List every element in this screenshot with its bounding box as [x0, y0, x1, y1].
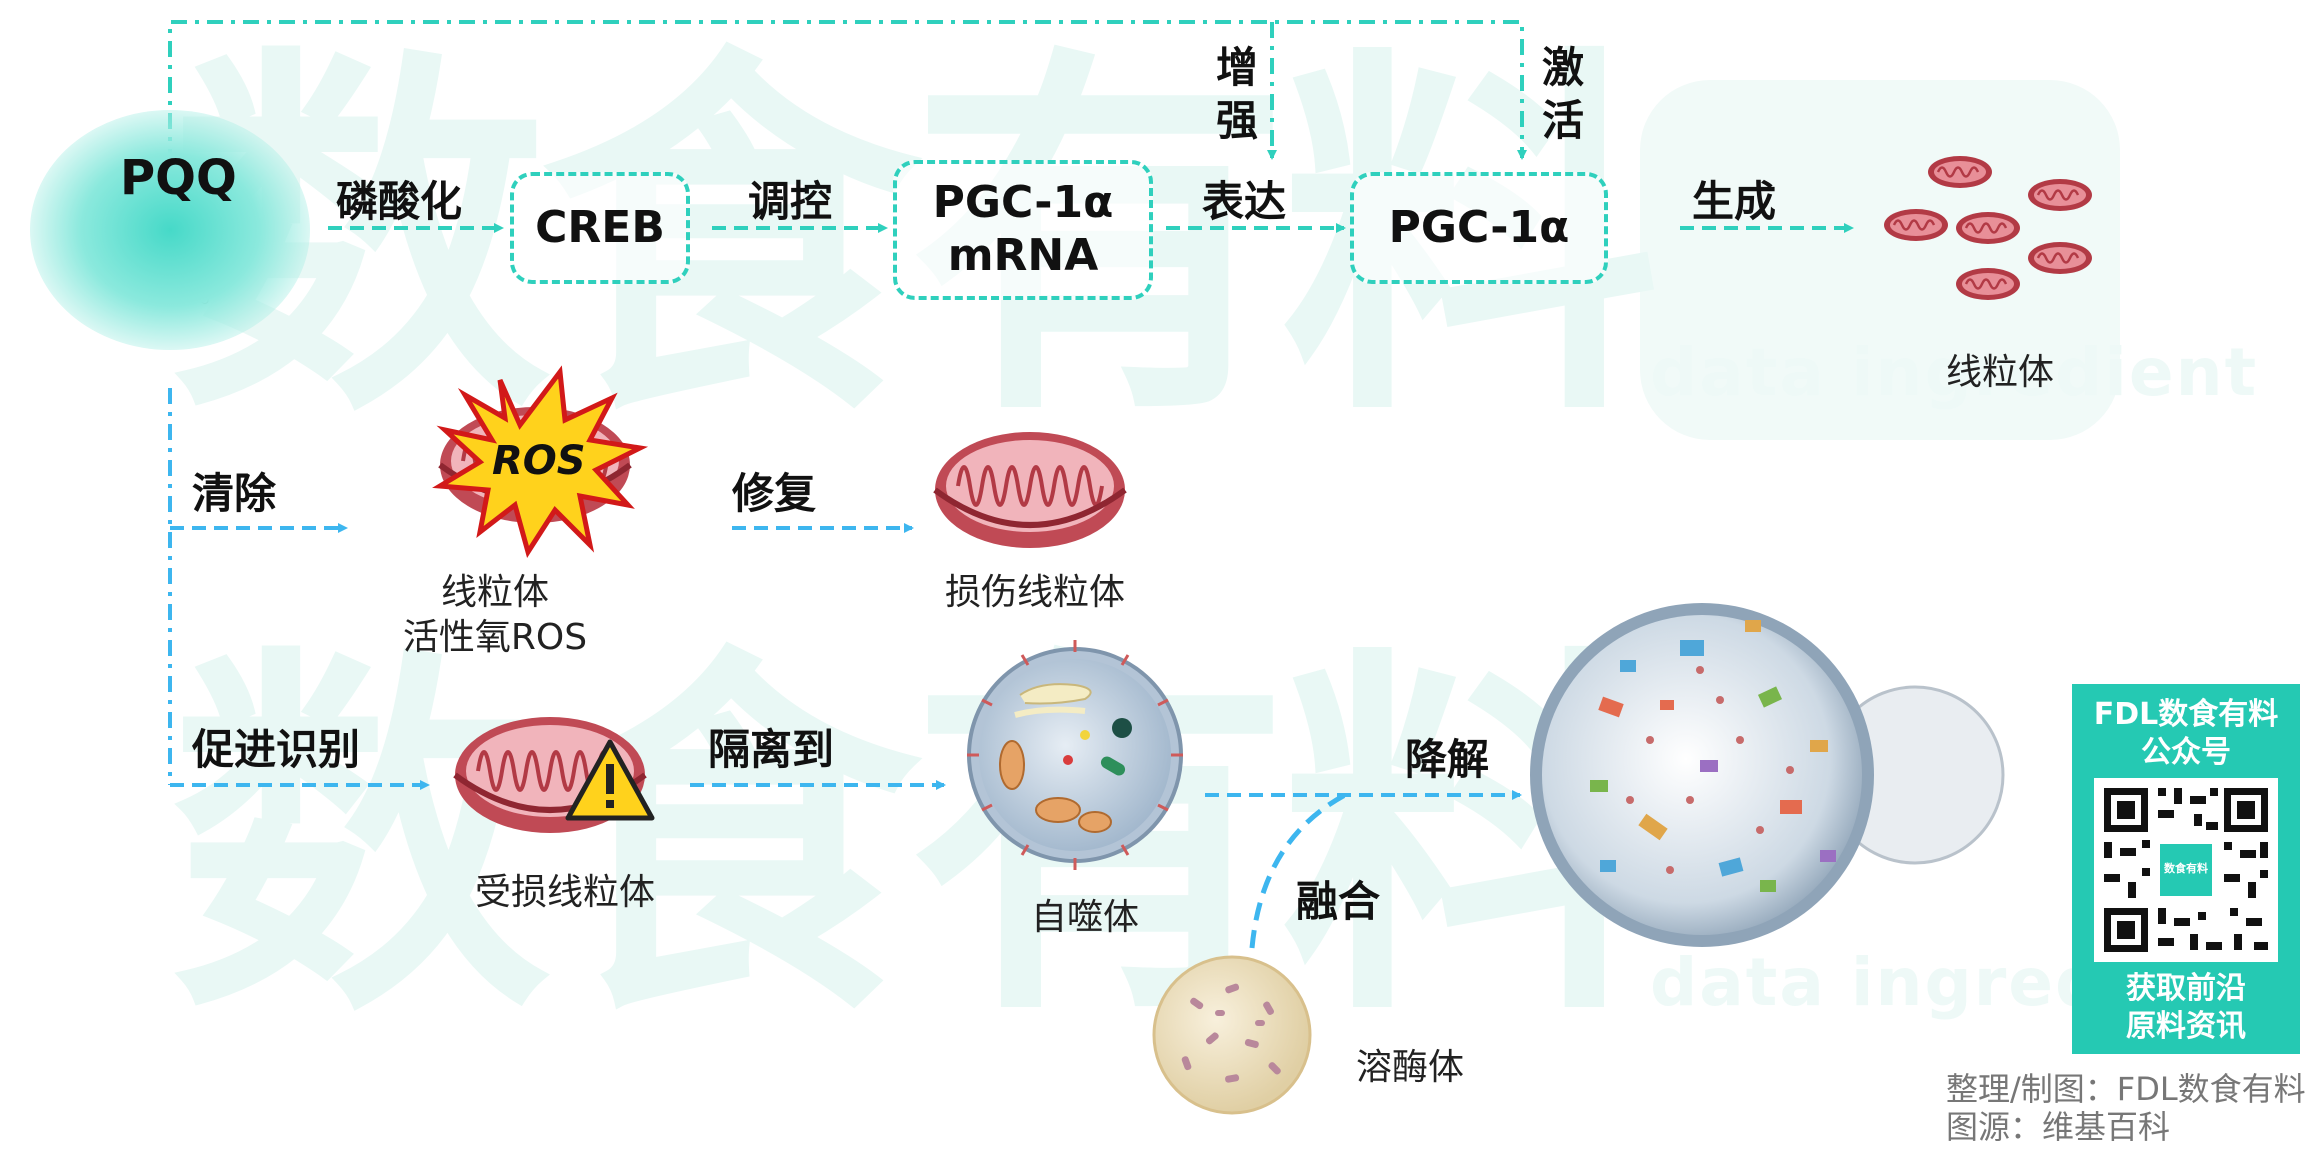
- label-degrade: 降解: [1405, 735, 1490, 784]
- caption-mito-ros: 线粒体 活性氧ROS: [402, 572, 588, 658]
- mito-repaired: [935, 432, 1125, 548]
- ros-badge-label: ROS: [492, 438, 586, 484]
- mitochondria-cluster: [1882, 154, 2094, 302]
- autolysosome-graphic: [1530, 603, 2005, 947]
- pqq-glow: [30, 110, 310, 350]
- label-activate: 激 活: [1541, 43, 1584, 145]
- ros-burst: [432, 365, 649, 559]
- qr-center-logo-text: 数食有料: [2164, 862, 2208, 875]
- label-generate: 生成: [1692, 177, 1777, 226]
- lysosome-graphic: [1152, 955, 1312, 1115]
- caption-autophagosome: 自噬体: [1030, 897, 1139, 938]
- warning-icon: [565, 739, 655, 821]
- pqq-label: PQQ: [120, 150, 237, 206]
- label-clear: 清除: [192, 469, 277, 518]
- watermark-english-top: data ingredient: [1650, 334, 2259, 411]
- label-fuse: 融合: [1296, 877, 1381, 926]
- credit-line-1: 整理/制图：FDL数食有料: [1946, 1070, 2306, 1108]
- label-repair: 修复: [732, 469, 817, 518]
- label-promote-recognition: 促进识别: [192, 725, 361, 774]
- caption-damaged-mito-repair: 损伤线粒体: [944, 572, 1125, 613]
- qr-code-graphic: [2104, 788, 2268, 952]
- caption-damaged-mito: 受损线粒体: [474, 872, 655, 913]
- caption-lysosome: 溶酶体: [1355, 1047, 1464, 1088]
- caption-mitochondria: 线粒体: [1945, 352, 2054, 393]
- qr-panel-top-text: FDL数食有料 公众号: [2093, 697, 2279, 770]
- qr-panel-bottom-text: 获取前沿 原料资讯: [2126, 971, 2246, 1044]
- autophagosome-graphic: [967, 640, 1183, 870]
- label-phosphorylation: 磷酸化: [336, 177, 463, 226]
- pgc-mrna-box: PGC-1α mRNA: [893, 160, 1153, 300]
- qr-panel: FDL数食有料 公众号 数食有料: [2072, 684, 2300, 1054]
- pgc-box: PGC-1α: [1350, 172, 1608, 284]
- creb-box: CREB: [510, 172, 690, 284]
- label-enhance: 增 强: [1215, 43, 1258, 145]
- qr-code[interactable]: 数食有料: [2094, 778, 2278, 962]
- label-isolate: 隔离到: [708, 725, 835, 774]
- label-express: 表达: [1202, 177, 1287, 226]
- watermark-text-bottom: 数食有料: [170, 618, 1660, 1061]
- label-regulate: 调控: [748, 177, 833, 226]
- credit-line-2: 图源：维基百科: [1946, 1108, 2171, 1146]
